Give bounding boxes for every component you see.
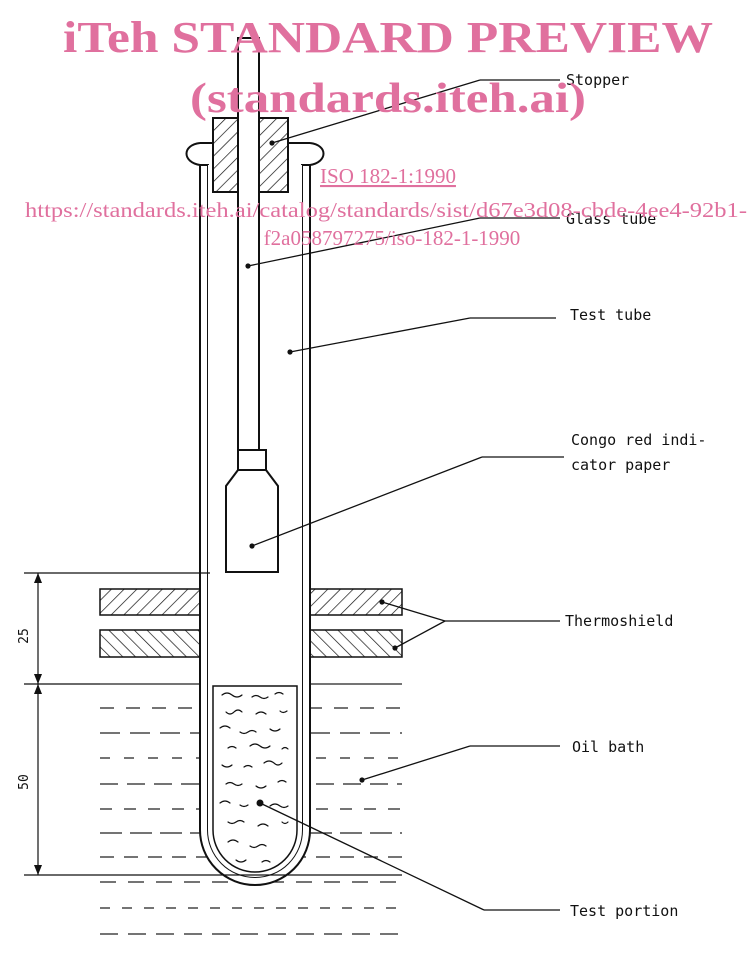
label-thermoshield: Thermoshield	[565, 612, 673, 630]
label-oil-bath: Oil bath	[572, 738, 644, 756]
thermoshield-plates	[99, 588, 403, 658]
label-test-tube: Test tube	[570, 306, 651, 324]
watermark-url-line2: f2a058797275/iso-182-1-1990	[264, 226, 521, 250]
leader-lines	[247, 79, 564, 911]
dimension-lines	[24, 572, 402, 876]
dimension-25: 25	[17, 628, 32, 644]
watermark-url-line1: https://standards.iteh.ai/catalog/standa…	[25, 198, 747, 222]
label-congo-red-line2: cator paper	[571, 456, 670, 474]
watermark-title: iTeh STANDARD PREVIEW	[63, 13, 713, 62]
stopper	[212, 117, 289, 193]
watermark-subtitle: (standards.iteh.ai)	[190, 76, 586, 122]
watermark-standard-link-text[interactable]: ISO 182-1:1990	[320, 164, 456, 188]
label-test-portion: Test portion	[570, 902, 678, 920]
label-glass-tube: Glass tube	[566, 210, 656, 228]
test-portion	[212, 685, 298, 873]
label-congo-red-line1: Congo red indi-	[571, 431, 706, 449]
watermark-standard-link[interactable]: ISO 182-1:1990	[320, 164, 456, 188]
watermark: iTeh STANDARD PREVIEW (standards.iteh.ai…	[25, 13, 747, 250]
leader-dots	[245, 140, 398, 807]
label-stopper: Stopper	[566, 71, 629, 89]
dimension-50: 50	[17, 774, 32, 790]
